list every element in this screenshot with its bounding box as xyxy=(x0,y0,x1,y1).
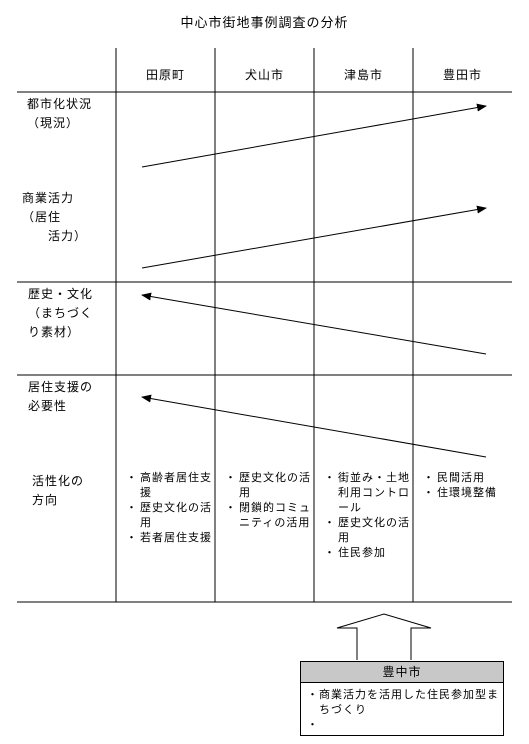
column-header-inuyama: 犬山市 xyxy=(244,68,284,82)
column-header-tsushima: 津島市 xyxy=(343,68,383,82)
row-label-direction: 活性化の 方向 xyxy=(32,474,85,507)
column-header-tahara: 田原町 xyxy=(145,68,185,82)
direction-inuyama: 歴史文化の活用 閉鎖的コミュニティの活用 xyxy=(225,470,311,530)
list-item: 高齢者居住支援 xyxy=(126,470,212,500)
list-item: 閉鎖的コミュニティの活用 xyxy=(225,500,311,530)
list-item: 住民参加 xyxy=(324,545,410,560)
toyonaka-title: 豊中市 xyxy=(301,662,503,683)
toyonaka-body: 商業活力を活用した住民参加型まちづくり xyxy=(301,683,503,732)
row-label-history: 歴史・文化 （まちづく り素材） xyxy=(28,287,94,339)
row-label-commerce: 商業活力 （居住 活力） xyxy=(22,191,88,243)
arrow-housing xyxy=(141,394,487,458)
direction-toyota: 民間活用 住環境整備 xyxy=(423,470,511,500)
arrow-urban xyxy=(141,103,487,168)
list-item: 民間活用 xyxy=(423,470,511,485)
row-label-housing: 居住支援の 必要性 xyxy=(28,380,94,413)
page-title: 中心市街地事例調査の分析 xyxy=(180,16,349,31)
direction-tsushima: 街並み・土地利用コントロール 歴史文化の活用 住民参加 xyxy=(324,470,410,560)
list-item: 歴史文化の活用 xyxy=(225,470,311,500)
hollow-up-arrow xyxy=(336,613,432,660)
column-header-toyota: 豊田市 xyxy=(442,68,482,82)
direction-tahara: 高齢者居住支援 歴史文化の活用 若者居住支援 xyxy=(126,470,212,545)
row-label-urban-status: 都市化状況 （現況） xyxy=(27,97,93,130)
list-item: 商業活力を活用した住民参加型まちづくり xyxy=(307,687,499,717)
arrow-history xyxy=(141,292,487,355)
list-item xyxy=(307,717,499,732)
list-item: 歴史文化の活用 xyxy=(324,515,410,545)
list-item: 若者居住支援 xyxy=(126,530,212,545)
toyonaka-box: 豊中市 商業活力を活用した住民参加型まちづくり xyxy=(300,661,504,736)
list-item: 住環境整備 xyxy=(423,485,511,500)
list-item: 街並み・土地利用コントロール xyxy=(324,470,410,515)
arrow-commerce xyxy=(141,205,487,269)
list-item: 歴史文化の活用 xyxy=(126,500,212,530)
